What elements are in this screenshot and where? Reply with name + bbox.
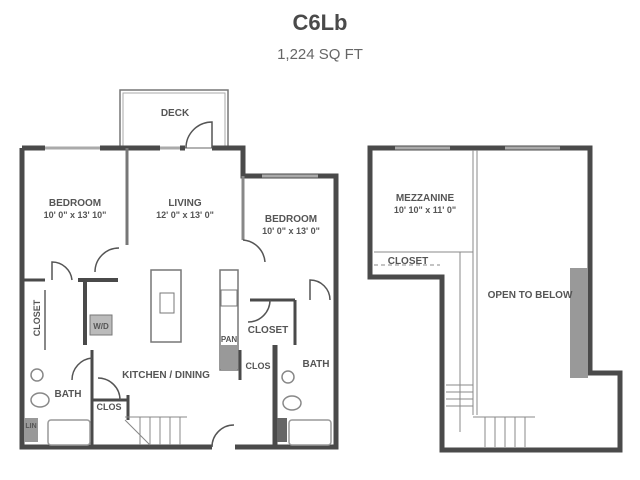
plan-area: 1,224 SQ FT xyxy=(277,46,363,63)
room-label-living: LIVING xyxy=(168,198,202,209)
mezzanine-labels: MEZZANINE 10' 10" x 11' 0" CLOSET OPEN T… xyxy=(388,193,573,301)
room-label-closet-1: CLOSET xyxy=(32,299,42,336)
room-label-open-to-below: OPEN TO BELOW xyxy=(488,290,573,301)
room-dims-bedroom-2: 10' 0" x 13' 0" xyxy=(262,226,320,236)
room-label-bedroom-2: BEDROOM xyxy=(265,214,317,225)
room-dims-living: 12' 0" x 13' 0" xyxy=(156,210,214,220)
first-floor-labels: DECK BEDROOM 10' 0" x 13' 10" LIVING 12'… xyxy=(25,108,329,430)
room-label-bedroom-1: BEDROOM xyxy=(49,198,101,209)
plan-title: C6Lb xyxy=(292,10,348,35)
room-label-clos-2: CLOS xyxy=(96,402,121,412)
room-label-clos-1: CLOS xyxy=(245,361,270,371)
room-label-pantry: PAN xyxy=(221,335,238,344)
room-dims-mezzanine: 10' 10" x 11' 0" xyxy=(394,205,456,215)
room-label-linen: LIN xyxy=(25,423,36,430)
room-label-bath-2: BATH xyxy=(302,359,329,370)
room-dims-bedroom-1: 10' 0" x 13' 10" xyxy=(44,210,107,220)
room-label-mezzanine: MEZZANINE xyxy=(396,193,455,204)
room-label-closet-2: CLOSET xyxy=(248,325,289,336)
room-label-wd: W/D xyxy=(93,322,109,331)
room-label-bath-1: BATH xyxy=(54,389,81,400)
room-label-kitchen-dining: KITCHEN / DINING xyxy=(122,370,210,381)
first-floor-plan xyxy=(19,89,339,450)
room-label-deck: DECK xyxy=(161,108,190,119)
room-label-mezzanine-closet: CLOSET xyxy=(388,256,429,267)
mezzanine-floor-plan xyxy=(367,145,623,453)
